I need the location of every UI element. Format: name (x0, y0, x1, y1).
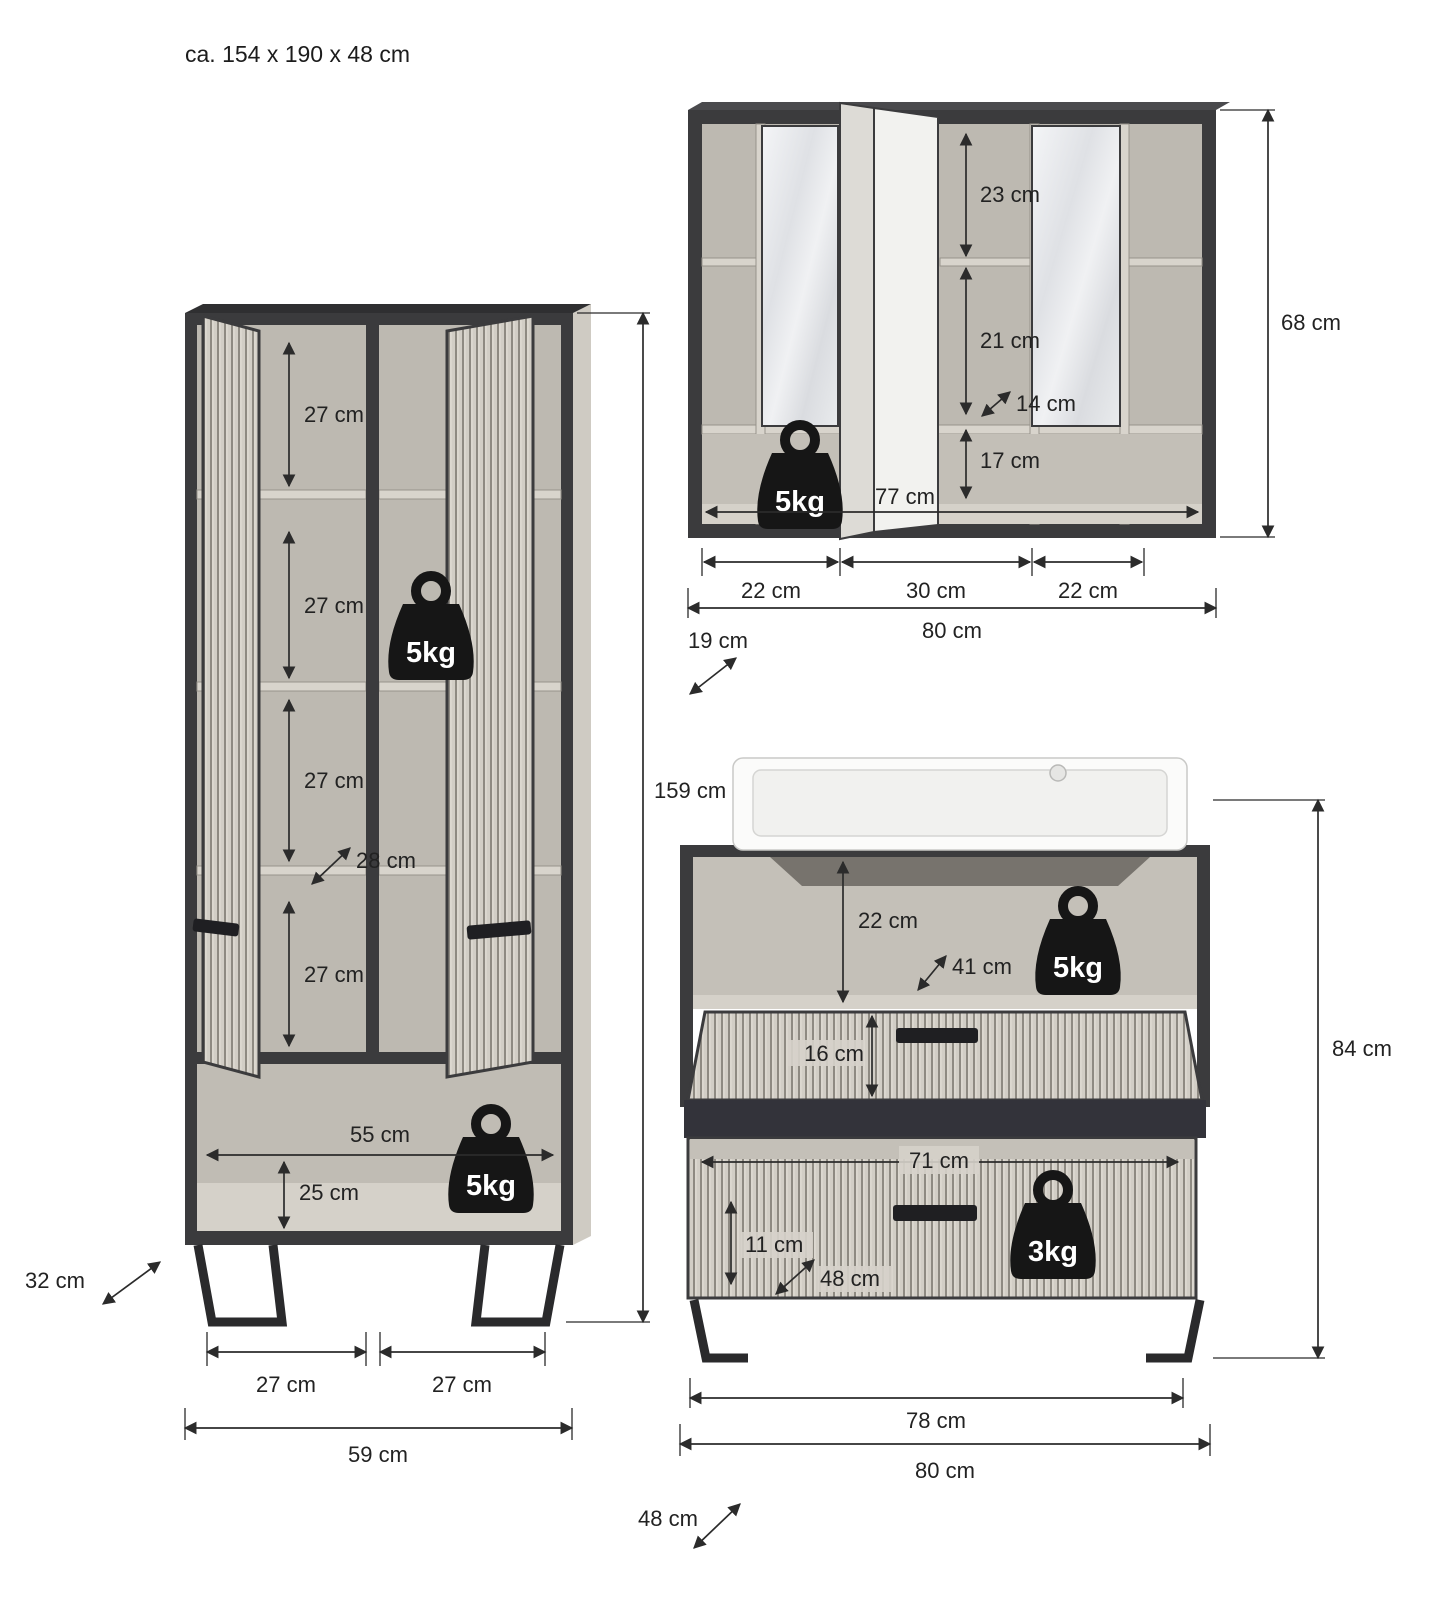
load-label-upper: 5kg (406, 637, 456, 669)
dim-vanity-drawer-inner-width: 71 cm (700, 1146, 1180, 1174)
vanity-unit: 5kg 3kg 22 cm 41 cm 16 cm 71 cm (638, 757, 1392, 1549)
svg-text:22 cm: 22 cm (741, 578, 801, 603)
weight-3kg-icon: 3kg (1010, 1170, 1096, 1279)
dim-tall-depth: 32 cm (25, 1261, 162, 1305)
dim-vanity-open-height: 22 cm (836, 860, 918, 1004)
dim-vanity-inner-width: 78 cm (688, 1378, 1185, 1433)
weight-5kg-icon: 5kg (388, 571, 474, 680)
svg-text:80 cm: 80 cm (915, 1458, 975, 1483)
weight-5kg-icon: 5kg (1035, 886, 1121, 995)
load-label-lower: 5kg (466, 1170, 516, 1202)
dim-mirror-compartments: 22 cm 30 cm 22 cm (701, 548, 1145, 603)
dim-tall-open-width: 55 cm (205, 1122, 555, 1162)
svg-text:68 cm: 68 cm (1281, 310, 1341, 335)
left-door-handle (192, 918, 240, 937)
dim-vanity-height: 84 cm (1213, 798, 1392, 1360)
svg-text:59 cm: 59 cm (348, 1442, 408, 1467)
dim-tall-shelf-gap-4: 27 cm (282, 900, 364, 1048)
left-mirror-door (761, 125, 839, 427)
svg-text:27 cm: 27 cm (304, 593, 364, 618)
svg-text:48 cm: 48 cm (820, 1266, 880, 1291)
right-mirror-door (1031, 125, 1121, 427)
right-door-handle (466, 920, 532, 940)
svg-text:19 cm: 19 cm (688, 628, 748, 653)
tall-cabinet-right-leg (470, 1244, 565, 1327)
dim-vanity-open-depth: 41 cm (917, 954, 1012, 991)
load-label-drawer: 3kg (1028, 1236, 1078, 1268)
dim-mirror-shelf-depth: 14 cm (981, 391, 1076, 417)
dim-mirror-depth: 19 cm (688, 628, 748, 695)
tall-cabinet: 5kg 5kg 27 cm 27 cm 27 cm 28 cm 27 cm (25, 304, 726, 1467)
dim-mirror-lower-gap: 21 cm (959, 266, 1040, 416)
svg-text:32 cm: 32 cm (25, 1268, 85, 1293)
svg-text:71 cm: 71 cm (909, 1148, 969, 1173)
dim-tall-shelf-gap-1: 27 cm (282, 341, 364, 488)
load-label-shelf: 5kg (775, 486, 825, 518)
svg-text:48 cm: 48 cm (638, 1506, 698, 1531)
dim-tall-width: 59 cm (183, 1408, 574, 1467)
dim-vanity-bottom-drawer-height: 11 cm (724, 1200, 813, 1286)
dim-tall-height: 159 cm (566, 311, 726, 1324)
svg-text:30 cm: 30 cm (906, 578, 966, 603)
svg-text:41 cm: 41 cm (952, 954, 1012, 979)
tall-cabinet-top-edge (185, 304, 591, 313)
svg-text:21 cm: 21 cm (980, 328, 1040, 353)
faucet-hole (1049, 764, 1067, 782)
svg-text:78 cm: 78 cm (906, 1408, 966, 1433)
tall-cabinet-left-door (201, 314, 261, 1079)
dim-mirror-width: 80 cm (686, 588, 1218, 643)
svg-text:27 cm: 27 cm (304, 962, 364, 987)
svg-text:25 cm: 25 cm (299, 1180, 359, 1205)
tall-cabinet-center-divider (366, 325, 379, 1052)
svg-text:77 cm: 77 cm (875, 484, 935, 509)
dim-mirror-inner-width: 77 cm (704, 484, 1200, 519)
svg-text:27 cm: 27 cm (256, 1372, 316, 1397)
dim-tall-shelf-gap-3: 27 cm (282, 698, 364, 863)
washbasin (732, 757, 1188, 851)
svg-text:16 cm: 16 cm (804, 1041, 864, 1066)
svg-text:55 cm: 55 cm (350, 1122, 410, 1147)
mirror-cabinet-top-edge (688, 102, 1230, 110)
dim-mirror-open-height: 17 cm (959, 428, 1040, 500)
svg-text:27 cm: 27 cm (432, 1372, 492, 1397)
open-mirror-door-panel (839, 101, 875, 541)
vanity-top-drawer (686, 1010, 1204, 1102)
dim-mirror-height: 68 cm (1220, 108, 1341, 539)
tall-cabinet-right-door (445, 314, 535, 1079)
dim-vanity-depth: 48 cm (638, 1503, 741, 1549)
svg-text:27 cm: 27 cm (304, 768, 364, 793)
svg-text:11 cm: 11 cm (745, 1232, 803, 1257)
top-drawer-handle (896, 1028, 978, 1043)
dim-tall-feet: 27 cm 27 cm (205, 1332, 547, 1397)
svg-text:28 cm: 28 cm (356, 848, 416, 873)
bottom-drawer-handle (893, 1205, 977, 1221)
svg-text:159 cm: 159 cm (654, 778, 726, 803)
svg-text:27 cm: 27 cm (304, 402, 364, 427)
basin-underside (770, 857, 1150, 886)
mirror-cabinet: 5kg 23 cm 21 cm 14 cm 17 cm 77 cm 68 cm (686, 101, 1341, 695)
svg-text:17 cm: 17 cm (980, 448, 1040, 473)
dim-tall-open-height: 25 cm (277, 1160, 359, 1230)
open-mirror-door-panel (873, 106, 939, 534)
tall-cabinet-left-leg (193, 1244, 288, 1327)
vanity-right-leg (1146, 1299, 1205, 1363)
overall-size-label: ca. 154 x 190 x 48 cm (185, 41, 410, 67)
svg-text:22 cm: 22 cm (858, 908, 918, 933)
svg-text:14 cm: 14 cm (1016, 391, 1076, 416)
dim-vanity-drawer-depth: 48 cm (775, 1259, 892, 1295)
dim-vanity-top-drawer-height: 16 cm (788, 1014, 879, 1098)
vanity-left-leg (689, 1299, 748, 1363)
svg-text:22 cm: 22 cm (1058, 578, 1118, 603)
dim-vanity-width: 80 cm (678, 1424, 1212, 1483)
svg-text:23 cm: 23 cm (980, 182, 1040, 207)
tall-cabinet-side-panel (573, 304, 591, 1245)
svg-text:80 cm: 80 cm (922, 618, 982, 643)
dim-tall-shelf-gap-2: 27 cm (282, 530, 364, 680)
dim-tall-shelf-depth: 28 cm (311, 847, 416, 885)
dim-mirror-upper-gap: 23 cm (959, 132, 1040, 258)
svg-text:84 cm: 84 cm (1332, 1036, 1392, 1061)
load-label-shelf: 5kg (1053, 952, 1103, 984)
